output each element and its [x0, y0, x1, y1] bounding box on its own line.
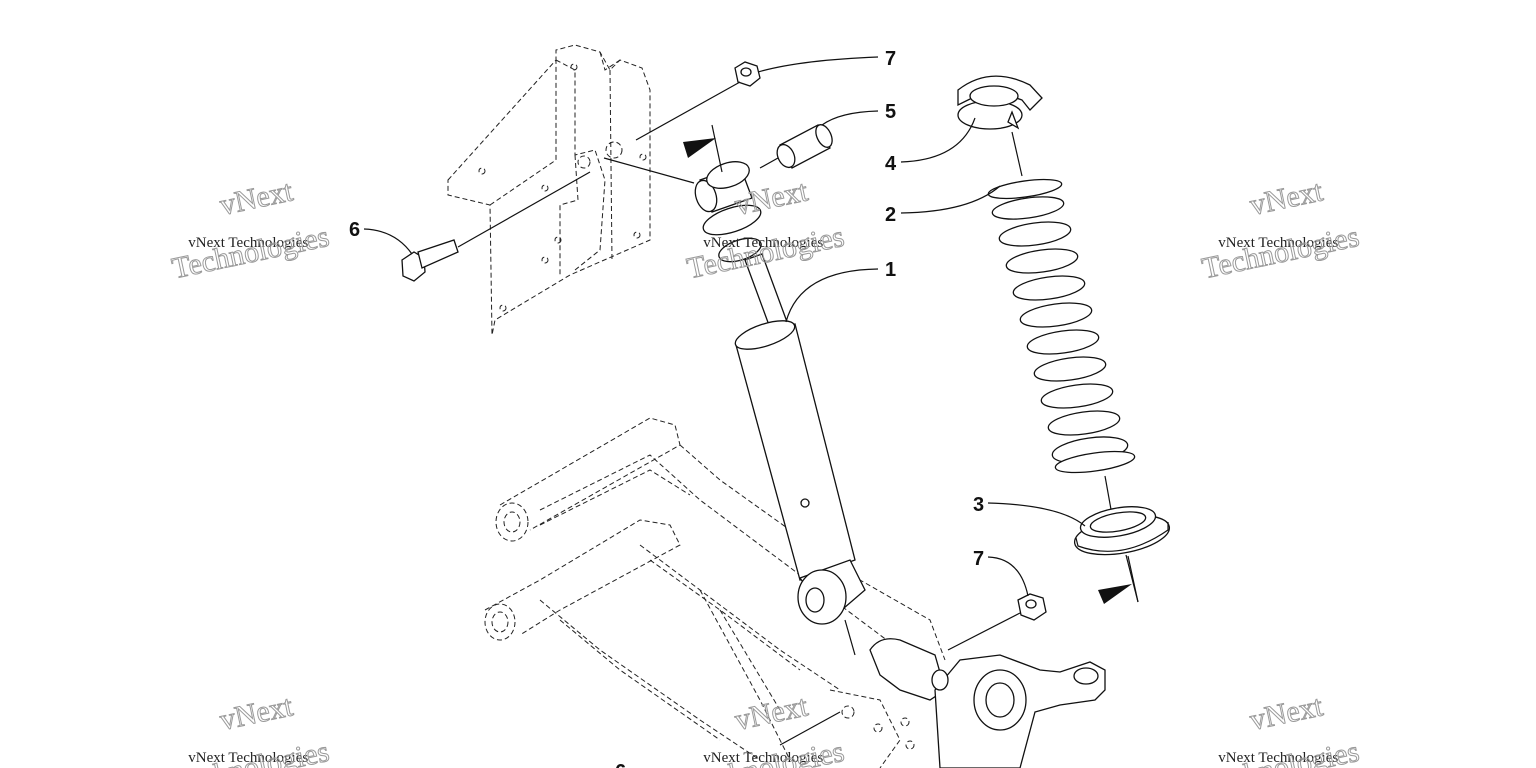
watermark-big-1: vNext: [732, 689, 811, 737]
watermark-small: vNext Technologies: [703, 750, 823, 766]
bushing: [759, 124, 833, 169]
watermark-small: vNext Technologies: [188, 750, 308, 766]
bottom-arrow: [1098, 554, 1139, 604]
spring-seat: [1073, 506, 1171, 603]
lower-bolt-line: [779, 711, 841, 746]
watermark-big-1: vNext: [217, 689, 296, 737]
watermark-big-2: Technologies: [169, 220, 332, 285]
watermark-small: vNext Technologies: [188, 235, 308, 251]
watermark-small: vNext Technologies: [703, 235, 823, 251]
top-arrow: [683, 124, 723, 173]
callout-lower-nut: 7: [973, 548, 984, 570]
watermark-top-left: vNext vNext Technologies Technologies: [169, 174, 333, 286]
watermark-big-1: vNext: [217, 174, 296, 222]
watermark-top-right: vNext vNext Technologies Technologies: [1199, 174, 1363, 286]
watermark-big-1: vNext: [1247, 174, 1326, 222]
callout-upper-bolt: 6: [349, 219, 360, 241]
upper-nut: [635, 61, 761, 141]
leader-lines: [363, 56, 1086, 597]
callout-labels: 7 5 4 2 6 1 3 7 6: [349, 48, 984, 768]
callout-spring-seat: 3: [973, 494, 984, 516]
callout-upper-nut: 7: [885, 48, 896, 70]
callout-bushing: 5: [885, 101, 896, 123]
callout-shock-absorber: 1: [885, 259, 896, 281]
watermark-bottom-right: vNext vNext Technologies Technologies: [1199, 689, 1363, 768]
watermark-big-2: Technologies: [1199, 220, 1362, 285]
frame-bracket: [447, 44, 651, 336]
a-arm: [484, 417, 946, 768]
callout-lower-bolt: 6: [615, 761, 626, 768]
callout-coil-spring: 2: [885, 204, 896, 226]
watermark-small: vNext Technologies: [1218, 750, 1338, 766]
callout-spring-retainer: 4: [885, 153, 897, 175]
upper-bolt: [401, 157, 695, 282]
lower-mount: [869, 638, 1106, 768]
watermark-bottom-left: vNext vNext Technologies Technologies: [169, 689, 333, 768]
coil-spring: [987, 178, 1136, 516]
watermark-big-1: vNext: [1247, 689, 1326, 737]
shock-absorber: [694, 161, 866, 656]
lower-nut: [947, 593, 1047, 651]
spring-retainer: [957, 75, 1043, 177]
watermark-bottom-center: vNext vNext Technologies Technologies: [684, 689, 848, 768]
watermark-small: vNext Technologies: [1218, 235, 1338, 251]
